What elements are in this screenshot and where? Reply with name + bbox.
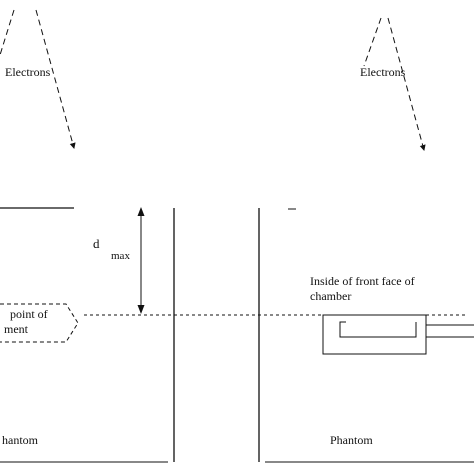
callout-line-1: point of xyxy=(10,307,48,321)
chamber-inner-cavity xyxy=(339,321,417,338)
callout-box xyxy=(0,303,79,343)
left-electron-beam: Electrons xyxy=(0,9,76,149)
dmax-dimension: d max xyxy=(93,207,145,314)
right-beam-ray-left xyxy=(363,17,382,67)
chamber-body xyxy=(322,314,427,355)
phantom-label-right: Phantom xyxy=(330,433,373,447)
front-face-label-line-2: chamber xyxy=(310,289,351,303)
dmax-arrowhead-top xyxy=(137,207,145,216)
ionization-chamber xyxy=(322,314,474,355)
left-beam-ray-left xyxy=(0,9,15,56)
electrons-label-right: Electrons xyxy=(360,65,406,79)
electrons-label-left: Electrons xyxy=(5,65,51,79)
phantom-label-left: hantom xyxy=(2,433,39,447)
right-electron-beam: Electrons xyxy=(360,17,426,151)
dmax-subscript: max xyxy=(111,250,130,262)
left-phantom-panel xyxy=(0,207,175,463)
right-phantom-panel xyxy=(258,208,474,463)
left-beam-ray-right xyxy=(35,9,76,149)
point-of-measurement-callout: point of ment xyxy=(0,303,79,343)
dmax-arrowhead-bottom xyxy=(137,305,145,314)
right-beam-ray-right xyxy=(387,17,426,151)
front-face-label-line-1: Inside of front face of xyxy=(310,274,415,288)
dmax-symbol: d xyxy=(93,236,100,251)
callout-line-2: ment xyxy=(4,322,29,336)
